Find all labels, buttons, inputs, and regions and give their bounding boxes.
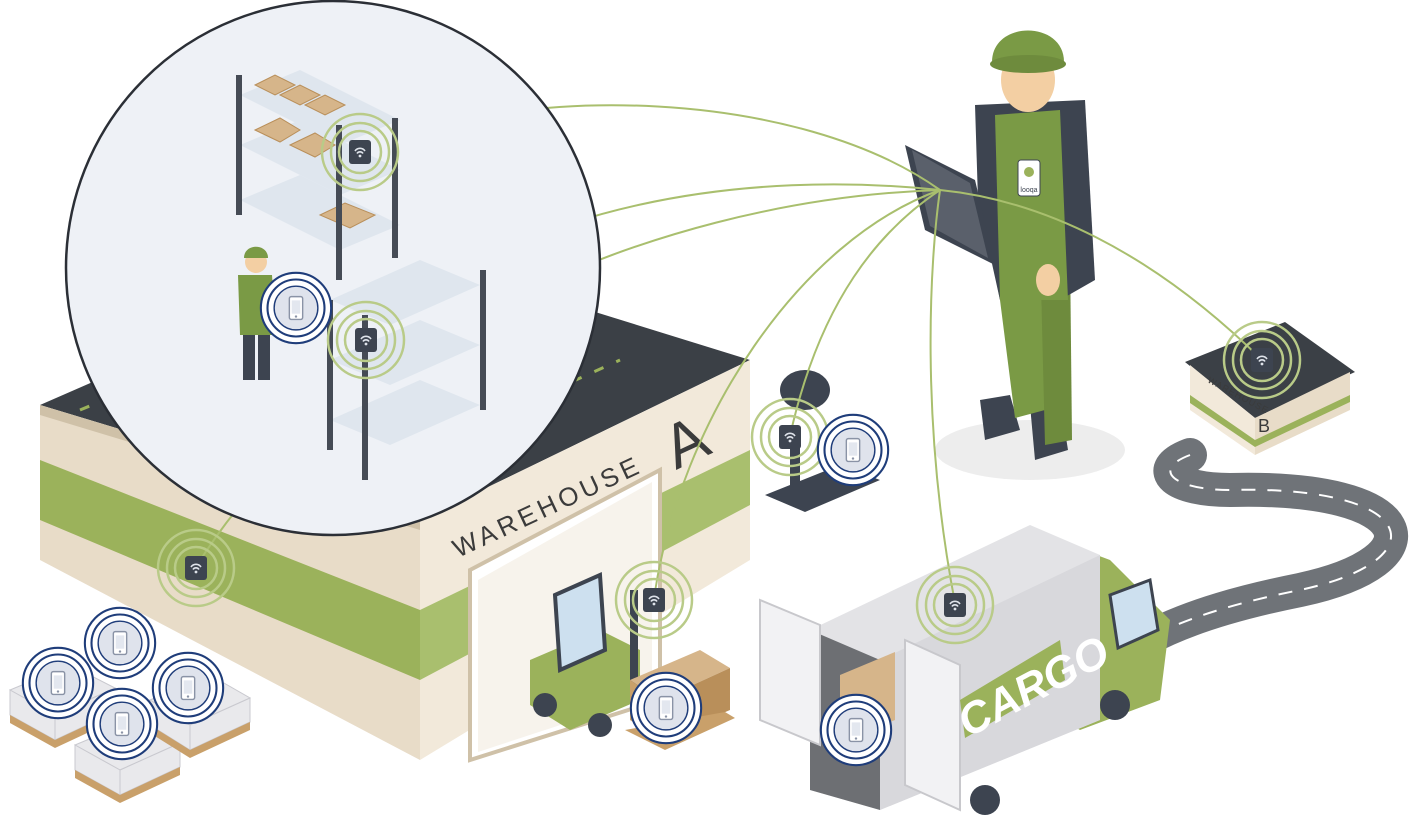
- mobile-tag-icon: [85, 687, 159, 761]
- shelf-with-boxes: [236, 70, 400, 280]
- mobile-tag-icon: [259, 271, 333, 345]
- worker-badge-text: looqa: [1020, 187, 1037, 194]
- warehouse-b-letter: B: [1258, 416, 1270, 436]
- zoom-bubble: [64, 0, 602, 537]
- mobile-tag-icon: [151, 651, 225, 725]
- mobile-tag-icon: [816, 413, 890, 487]
- worker-with-tablet: looqa: [905, 30, 1125, 480]
- mobile-tag-icon: [21, 646, 95, 720]
- mobile-tag-icon: [819, 693, 893, 767]
- road: [1128, 438, 1408, 657]
- mobile-tag-icon: [83, 606, 157, 680]
- mobile-tag-icon: [629, 671, 703, 745]
